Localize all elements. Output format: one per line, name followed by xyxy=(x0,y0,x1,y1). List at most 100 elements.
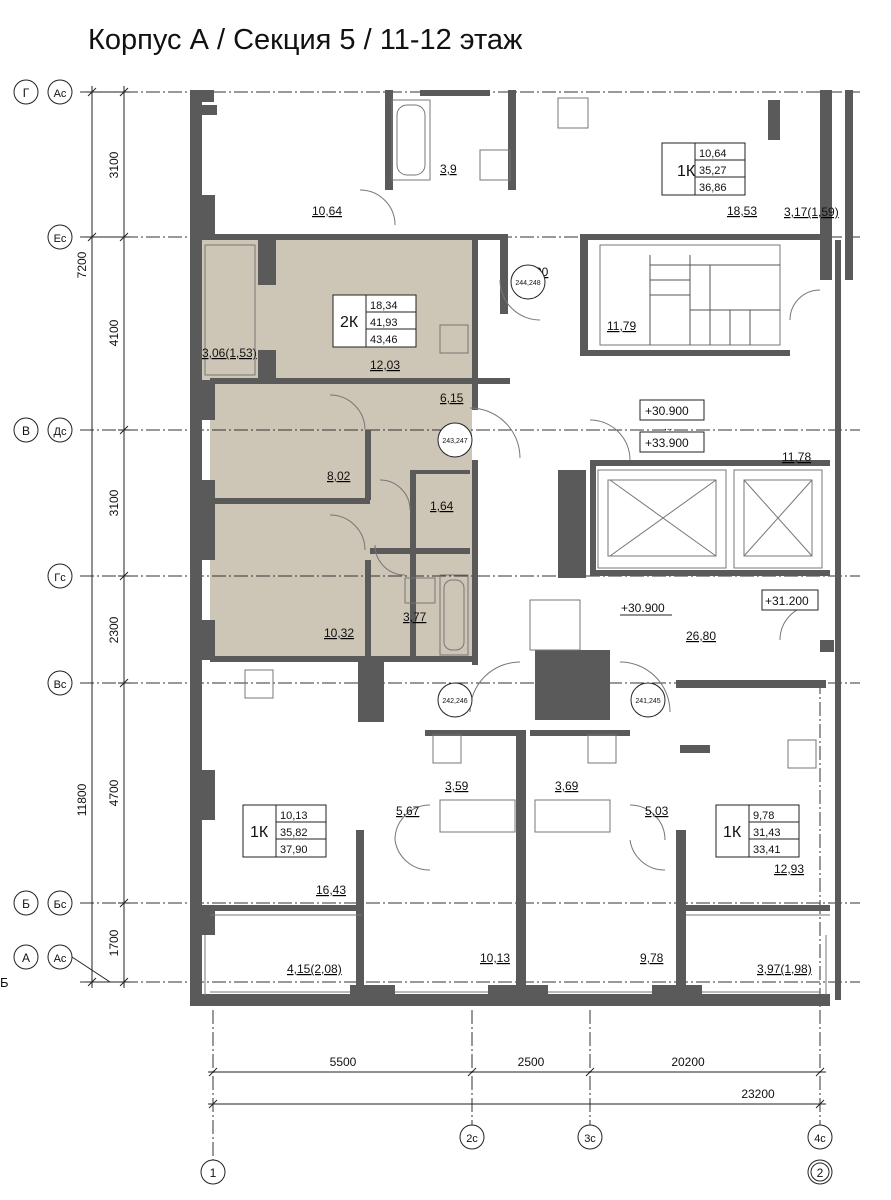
door-codes: 244,248 243,247 242,246 241,245 xyxy=(437,264,666,718)
door-code: 244,248 xyxy=(515,280,540,287)
dimension-label: 5500 xyxy=(330,1055,357,1069)
level-mark: +30.900 xyxy=(645,404,689,418)
left-dimension-labels: 3100 4100 3100 2300 4700 1700 7200 11800 xyxy=(75,151,121,956)
apartment-box: 1К 9,78 31,43 33,41 xyxy=(715,804,800,858)
dimension-label: 3100 xyxy=(107,489,121,516)
room-area: 10,64 xyxy=(312,204,342,218)
dimension-label: 1700 xyxy=(107,929,121,956)
grid-label: Г xyxy=(23,86,30,100)
fixtures xyxy=(204,97,830,995)
grid-label: Дс xyxy=(54,426,67,438)
apartment-value: 33,41 xyxy=(753,844,781,856)
apartment-type: 1К xyxy=(250,824,269,841)
dimension-label: 11800 xyxy=(75,783,89,816)
page-title: Корпус А / Секция 5 / 11-12 этаж xyxy=(88,24,523,56)
grid-label: 2с xyxy=(466,1133,478,1145)
room-area: 1,64 xyxy=(430,499,454,513)
room-area: 16,43 xyxy=(316,883,346,897)
dimension-label: 2500 xyxy=(518,1055,545,1069)
room-area: 3,06(1,53) xyxy=(202,346,257,360)
grid-label: Гс xyxy=(54,572,66,584)
apartment-value: 35,82 xyxy=(280,827,308,839)
dimension-label: 4100 xyxy=(107,319,121,346)
level-mark: +33.900 xyxy=(645,436,689,450)
level-marks: +30.900 ... +33.900 +30.900 +31.200 xyxy=(620,399,819,616)
apartment-value: 10,64 xyxy=(699,148,727,160)
room-area: 3,59 xyxy=(445,779,469,793)
grid-marker: Гс xyxy=(47,563,73,589)
room-area: 5,67 xyxy=(396,804,420,818)
door-code: 243,247 xyxy=(442,438,467,445)
grid-label: Ес xyxy=(54,233,67,245)
left-grid-markers: Г Ас Ес В Дс Гс Вс Б Бс xyxy=(0,79,111,990)
room-area: 3,77 xyxy=(403,610,427,624)
apartment-value: 31,43 xyxy=(753,827,781,839)
level-mark: +30.900 xyxy=(621,601,665,615)
room-area: 18,53 xyxy=(727,204,757,218)
dimension-label: 4700 xyxy=(107,779,121,806)
grid-label: Вс xyxy=(54,679,67,691)
bottom-dimension-labels: 5500 2500 20200 23200 xyxy=(330,1055,775,1101)
apartment-value: 18,34 xyxy=(370,300,398,312)
interior-walls xyxy=(202,90,830,1000)
stair-lines xyxy=(649,255,780,345)
grid-label: 3с xyxy=(584,1133,596,1145)
room-area: 11,78 xyxy=(782,450,811,464)
grid-marker: В Дс xyxy=(13,417,73,443)
grid-label: Б xyxy=(22,897,30,911)
level-dots: ... xyxy=(664,422,672,433)
bottom-dimensions xyxy=(208,1067,826,1109)
grid-label: В xyxy=(22,424,30,438)
apartment-box: 2К 18,34 41,93 43,46 xyxy=(332,294,417,348)
apartment-box: 1К 10,64 35,27 36,86 xyxy=(661,142,746,196)
dimension-label: 20200 xyxy=(671,1055,705,1069)
grid-label: 4с xyxy=(814,1133,826,1145)
bottom-grid-markers: 1 2с 3с 4с 2 xyxy=(200,1124,833,1185)
grid-label: Ас xyxy=(54,88,67,100)
room-area: 9,78 xyxy=(640,951,664,965)
room-area: 3,17(1,59) xyxy=(784,205,839,219)
grid-marker: Вс xyxy=(47,670,73,696)
room-area: 8,02 xyxy=(327,469,351,483)
edge-fragment: Б xyxy=(0,975,9,990)
apartment-value: 9,78 xyxy=(753,810,774,822)
apartment-type: 2К xyxy=(340,314,359,331)
grid-label: А xyxy=(22,951,30,965)
apartment-value: 10,13 xyxy=(280,810,308,822)
level-mark: +31.200 xyxy=(765,594,809,608)
grid-marker: Г Ас xyxy=(13,79,73,105)
dimension-label: 7200 xyxy=(75,251,89,278)
apartment-type: 1К xyxy=(723,824,742,841)
door-code: 242,246 xyxy=(442,698,467,705)
room-area: 3,9 xyxy=(440,162,457,176)
room-area: 11,79 xyxy=(607,319,636,333)
apartment-value: 36,86 xyxy=(699,182,727,194)
grid-label: 2 xyxy=(817,1166,824,1180)
grid-marker: Б Бс xyxy=(13,890,73,916)
room-area: 4,15(2,08) xyxy=(287,962,342,976)
dimension-label: 3100 xyxy=(107,151,121,178)
dimension-label: 23200 xyxy=(741,1087,775,1101)
room-area: 12,03 xyxy=(370,358,400,372)
room-area: 3,69 xyxy=(555,779,579,793)
apartment-type: 1К xyxy=(677,163,696,180)
grid-marker: А Ас xyxy=(13,944,111,983)
apartment-value: 41,93 xyxy=(370,317,398,329)
grid-label: Бс xyxy=(54,899,67,911)
apartment-value: 37,90 xyxy=(280,844,308,856)
apartment-value: 35,27 xyxy=(699,165,727,177)
room-area: 12,93 xyxy=(774,862,804,876)
grid-label: Ас xyxy=(54,953,67,965)
apartment-value: 43,46 xyxy=(370,334,398,346)
dimension-label: 2300 xyxy=(107,616,121,643)
room-area: 6,15 xyxy=(440,391,464,405)
door-code: 241,245 xyxy=(635,698,660,705)
apartment-box: 1К 10,13 35,82 37,90 xyxy=(242,804,327,858)
room-areas: 3,9 10,64 18,53 3,17(1,59) 2,20 11,79 3,… xyxy=(202,162,839,976)
left-dimensions xyxy=(86,86,130,988)
exterior-walls xyxy=(190,90,853,1006)
grid-marker: Ес xyxy=(47,224,73,250)
room-area: 5,03 xyxy=(645,804,669,818)
room-area: 10,32 xyxy=(324,626,354,640)
